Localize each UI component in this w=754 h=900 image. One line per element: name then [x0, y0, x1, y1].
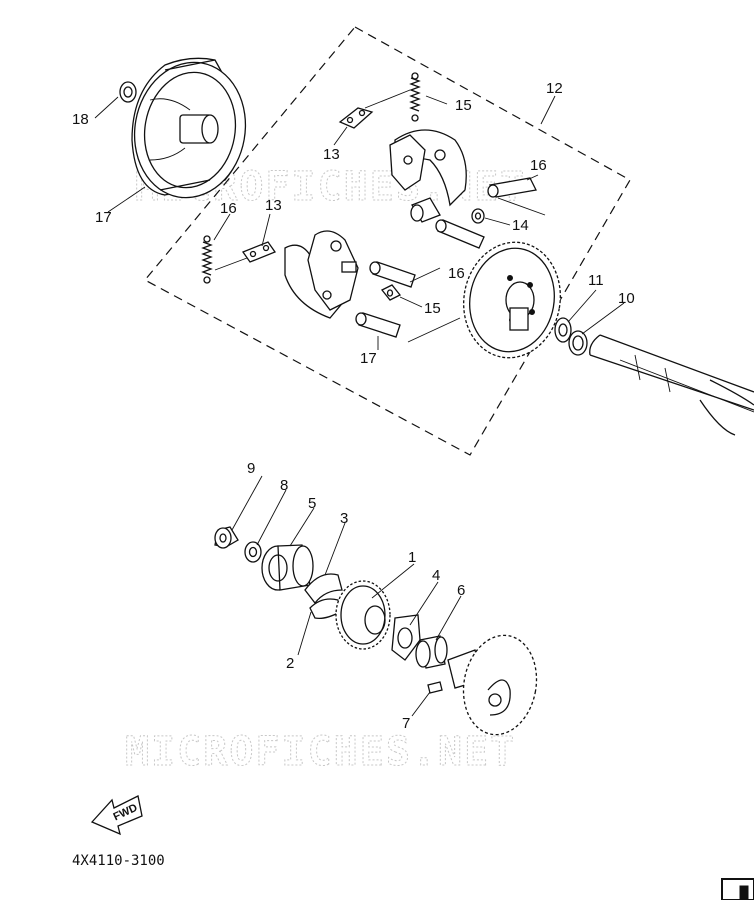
part-7-key: [427, 681, 443, 694]
callout-2: 2: [286, 655, 294, 672]
callout-5: 5: [308, 495, 316, 512]
callout-10: 10: [618, 290, 635, 307]
part-12-clutch-carrier-gear: [463, 241, 561, 359]
callout-7: 7: [402, 715, 410, 732]
corner-mark: [721, 878, 754, 900]
callout-12: 12: [546, 80, 563, 97]
part-9-nut: [214, 526, 239, 549]
callout-13-left: 13: [265, 197, 282, 214]
part-16-pin-middle: [435, 219, 485, 249]
callout-15-top: 15: [455, 97, 472, 114]
part-11-washer: [554, 317, 572, 343]
callout-15-left: 16: [220, 200, 237, 217]
drive-disk: [447, 634, 538, 736]
callout-16-top: 16: [530, 157, 547, 174]
part-15-spring-left: [201, 235, 213, 284]
fwd-arrow-icon: FWD: [90, 795, 143, 836]
callout-13-top: 13: [323, 146, 340, 163]
callout-6: 6: [457, 582, 465, 599]
part-16-pin-left-upper: [369, 261, 416, 288]
leader-lines: [94, 89, 625, 717]
part-13-plate-top: [338, 107, 374, 129]
callout-14-top: 14: [512, 217, 529, 234]
part-16-pin-left-lower: [355, 312, 401, 338]
shaft: [589, 334, 754, 436]
callout-9: 9: [247, 460, 255, 477]
callout-18: 18: [72, 111, 89, 128]
part-15-spring-top: [409, 72, 421, 122]
part-4-plate: [391, 614, 421, 661]
part-5-clutch-housing: [261, 544, 314, 591]
clutch-shoe-top: [389, 129, 467, 207]
part-8-washer: [244, 541, 262, 563]
part-10-circlip: [568, 330, 588, 356]
watermark-bottom: MICROFICHES.NET: [125, 729, 516, 775]
collar-top: [410, 197, 441, 223]
part-code: 4X4110-3100: [72, 853, 165, 869]
callout-14-left: 15: [424, 300, 441, 317]
part-13-plate-left: [241, 241, 277, 263]
part-16-pin-upper: [487, 177, 537, 198]
part-14-bushing-left: [380, 284, 402, 301]
part-17-clutch-housing: [131, 57, 247, 199]
callout-8: 8: [280, 477, 288, 494]
part-6-collar: [415, 635, 448, 669]
callout-16-middle: 16: [448, 265, 465, 282]
callout-1: 1: [408, 549, 416, 566]
callout-11: 11: [588, 272, 604, 289]
callout-16-bottom: 17: [360, 350, 377, 367]
callout-4: 4: [432, 567, 440, 584]
callout-3: 3: [340, 510, 348, 527]
part-3-clutch-half: [304, 573, 343, 605]
assembly-group-outline: [144, 26, 631, 456]
part-1-primary-gear: [335, 580, 391, 650]
clutch-shoe-bottom: [284, 230, 359, 319]
part-18-washer: [119, 81, 137, 103]
callout-17: 17: [95, 209, 112, 226]
part-14-bushing-top: [471, 208, 485, 224]
